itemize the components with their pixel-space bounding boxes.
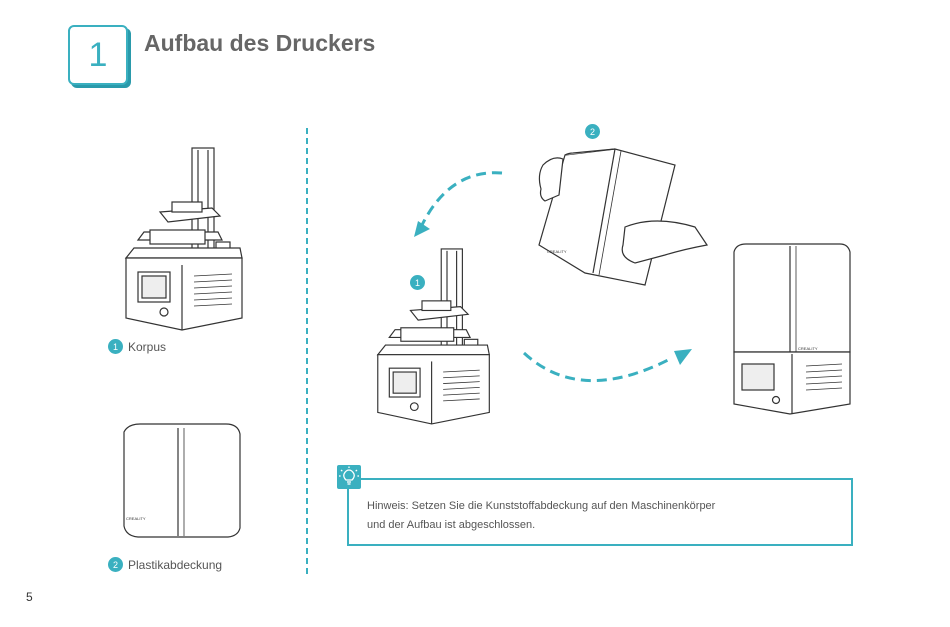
note-line-1: Hinweis: Setzen Sie die Kunststoffabdeck…: [367, 500, 716, 512]
page-title: Aufbau des Druckers: [144, 30, 376, 56]
note-text: Hinweis: Setzen Sie die Kunststoffabdeck…: [367, 497, 837, 535]
plastic-cover-illustration: CREALITY: [123, 423, 241, 538]
cover-brand-text-assembly: CREALITY: [547, 249, 567, 254]
vertical-divider: [306, 128, 308, 574]
page-number: 5: [26, 590, 33, 604]
part-label-plastikabdeckung: Plastikabdeckung: [128, 558, 223, 572]
assembled-brand-text: CREALITY: [798, 346, 818, 351]
part-label-korpus: Korpus: [128, 340, 167, 354]
note-box: [347, 478, 853, 546]
printer-body-illustration: [124, 147, 243, 331]
note-line-2: und der Aufbau ist abgeschlossen.: [367, 519, 536, 531]
assembled-printer-illustration: CREALITY: [733, 243, 851, 415]
arrow-cover-to-body: [414, 171, 503, 237]
part-number-1: 1: [108, 339, 123, 354]
printer-body-assembly-illustration: [376, 248, 491, 425]
step-number-cover: 2: [585, 124, 600, 139]
step-number-body: 1: [410, 275, 425, 290]
arrow-body-to-assembled: [522, 349, 692, 383]
section-number-badge: 1: [68, 25, 128, 85]
cover-brand-text: CREALITY: [126, 516, 146, 521]
cover-with-hands-illustration: CREALITY: [538, 148, 709, 286]
part-number-2: 2: [108, 557, 123, 572]
lightbulb-icon: [337, 465, 361, 489]
